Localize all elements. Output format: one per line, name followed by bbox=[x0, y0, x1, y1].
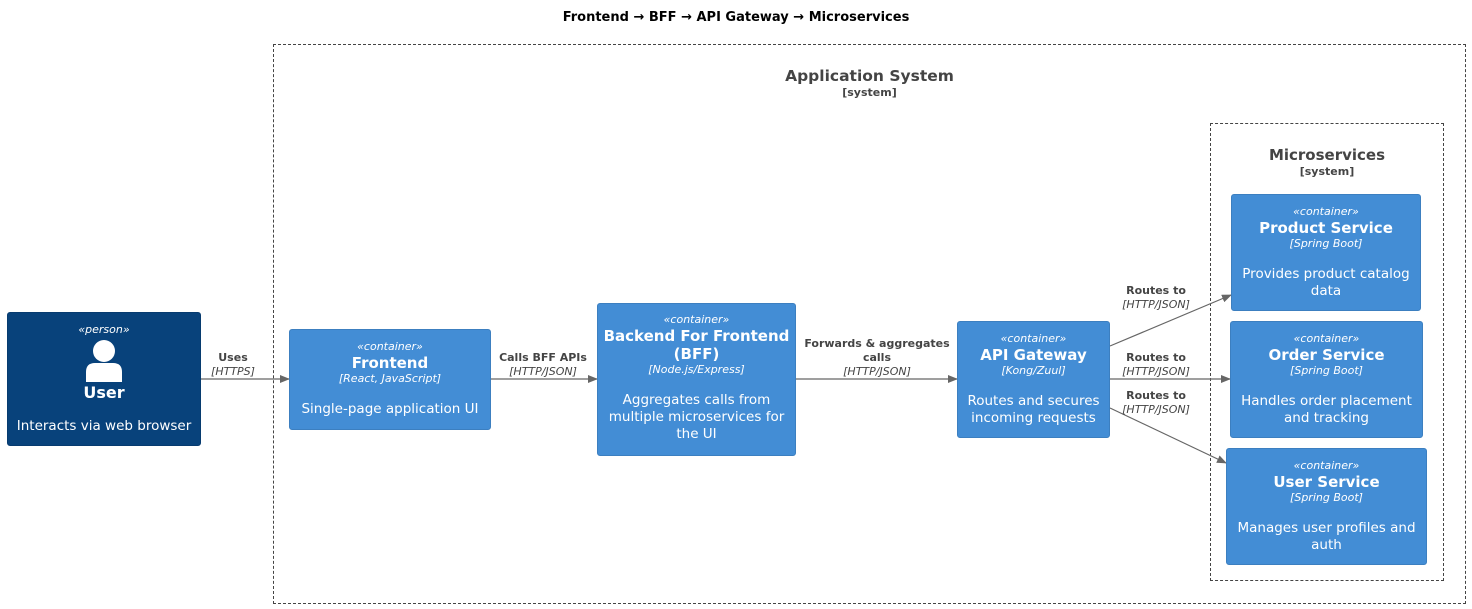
node-bff-name-1: Backend For Frontend bbox=[603, 327, 790, 345]
edge-forwards-tech: [HTTP/JSON] bbox=[843, 365, 911, 378]
edge-routes-user-label: Routes to bbox=[1126, 389, 1186, 402]
edge-label-routes-user: Routes to [HTTP/JSON] bbox=[1116, 389, 1196, 417]
node-product-service-stereotype: «container» bbox=[1293, 205, 1359, 218]
application-system-type: [system] bbox=[842, 86, 897, 99]
edge-uses-label: Uses bbox=[218, 351, 248, 364]
node-api-gateway-name: API Gateway bbox=[980, 346, 1087, 364]
node-user[interactable]: «person» User Interacts via web browser bbox=[7, 312, 201, 446]
node-bff-description-1: Aggregates calls from bbox=[622, 392, 771, 408]
node-user-name: User bbox=[83, 383, 125, 402]
node-api-gateway-description-1: Routes and secures bbox=[967, 393, 1100, 409]
node-user-description: Interacts via web browser bbox=[16, 418, 192, 434]
edge-label-routes-order: Routes to [HTTP/JSON] bbox=[1116, 351, 1196, 379]
node-bff[interactable]: «container» Backend For Frontend (BFF) [… bbox=[597, 303, 796, 456]
node-product-service-description-2: data bbox=[1310, 283, 1342, 299]
node-user-service-stereotype: «container» bbox=[1293, 459, 1360, 472]
node-frontend[interactable]: «container» Frontend [React, JavaScript]… bbox=[289, 329, 491, 430]
application-system-boundary: Application System [system] bbox=[273, 44, 1466, 604]
edge-forwards-label-1: Forwards & aggregates bbox=[804, 337, 950, 350]
person-icon bbox=[86, 340, 122, 382]
node-api-gateway-stereotype: «container» bbox=[1000, 332, 1067, 345]
node-order-service-technology: [Spring Boot] bbox=[1290, 364, 1363, 377]
node-user-service-description-1: Manages user profiles and bbox=[1237, 520, 1416, 536]
node-order-service-description-1: Handles order placement bbox=[1241, 393, 1412, 409]
edge-routes-order-tech: [HTTP/JSON] bbox=[1122, 365, 1190, 378]
edge-calls-bff-tech: [HTTP/JSON] bbox=[509, 365, 577, 378]
node-bff-description-2: multiple microservices for bbox=[608, 409, 785, 425]
node-bff-stereotype: «container» bbox=[663, 313, 730, 326]
node-frontend-stereotype: «container» bbox=[357, 340, 423, 353]
node-order-service[interactable]: «container» Order Service [Spring Boot] … bbox=[1230, 321, 1423, 438]
microservices-type: [system] bbox=[1299, 165, 1355, 178]
node-product-service-description-1: Provides product catalog bbox=[1242, 266, 1410, 282]
diagram-title: Frontend → BFF → API Gateway → Microserv… bbox=[562, 10, 910, 25]
edge-routes-user bbox=[1109, 407, 1227, 464]
node-product-service-name: Product Service bbox=[1259, 219, 1393, 237]
microservices-boundary: Microservices [system] bbox=[1210, 123, 1444, 581]
edge-routes-product-label: Routes to bbox=[1126, 284, 1186, 297]
edge-label-routes-product: Routes to [HTTP/JSON] bbox=[1116, 284, 1196, 312]
node-frontend-description: Single-page application UI bbox=[301, 401, 479, 417]
edge-routes-order-label: Routes to bbox=[1126, 351, 1186, 364]
node-product-service[interactable]: «container» Product Service [Spring Boot… bbox=[1231, 194, 1421, 311]
node-user-service-name: User Service bbox=[1273, 473, 1380, 491]
edge-routes-user-tech: [HTTP/JSON] bbox=[1122, 403, 1190, 416]
node-user-stereotype: «person» bbox=[78, 323, 130, 336]
node-bff-description-3: the UI bbox=[676, 426, 717, 442]
node-user-service-technology: [Spring Boot] bbox=[1290, 491, 1363, 504]
node-frontend-technology: [React, JavaScript] bbox=[338, 372, 442, 385]
node-bff-technology: [Node.js/Express] bbox=[648, 363, 745, 376]
node-frontend-name: Frontend bbox=[351, 354, 429, 372]
microservices-title: Microservices bbox=[1268, 146, 1386, 164]
node-api-gateway-description-2: incoming requests bbox=[971, 410, 1096, 426]
node-bff-name-2: (BFF) bbox=[673, 345, 720, 363]
edge-label-calls-bff: Calls BFF APIs [HTTP/JSON] bbox=[490, 351, 596, 379]
edge-routes-product-tech: [HTTP/JSON] bbox=[1122, 298, 1190, 311]
edge-calls-bff-label: Calls BFF APIs bbox=[499, 351, 587, 364]
edge-label-forwards: Forwards & aggregates calls [HTTP/JSON] bbox=[797, 337, 957, 379]
node-order-service-name: Order Service bbox=[1268, 346, 1385, 364]
edge-label-uses: Uses [HTTPS] bbox=[203, 351, 263, 379]
node-order-service-stereotype: «container» bbox=[1293, 332, 1360, 345]
edge-forwards-label-2: calls bbox=[862, 351, 892, 364]
application-system-title: Application System bbox=[785, 67, 954, 85]
edge-routes-product bbox=[1109, 294, 1232, 347]
node-user-service[interactable]: «container» User Service [Spring Boot] M… bbox=[1226, 448, 1427, 565]
node-order-service-description-2: and tracking bbox=[1284, 410, 1369, 426]
node-product-service-technology: [Spring Boot] bbox=[1289, 237, 1363, 250]
edge-uses-tech: [HTTPS] bbox=[211, 365, 255, 378]
node-api-gateway[interactable]: «container» API Gateway [Kong/Zuul] Rout… bbox=[957, 321, 1110, 438]
node-user-service-description-2: auth bbox=[1311, 537, 1342, 553]
node-api-gateway-technology: [Kong/Zuul] bbox=[1001, 364, 1066, 377]
